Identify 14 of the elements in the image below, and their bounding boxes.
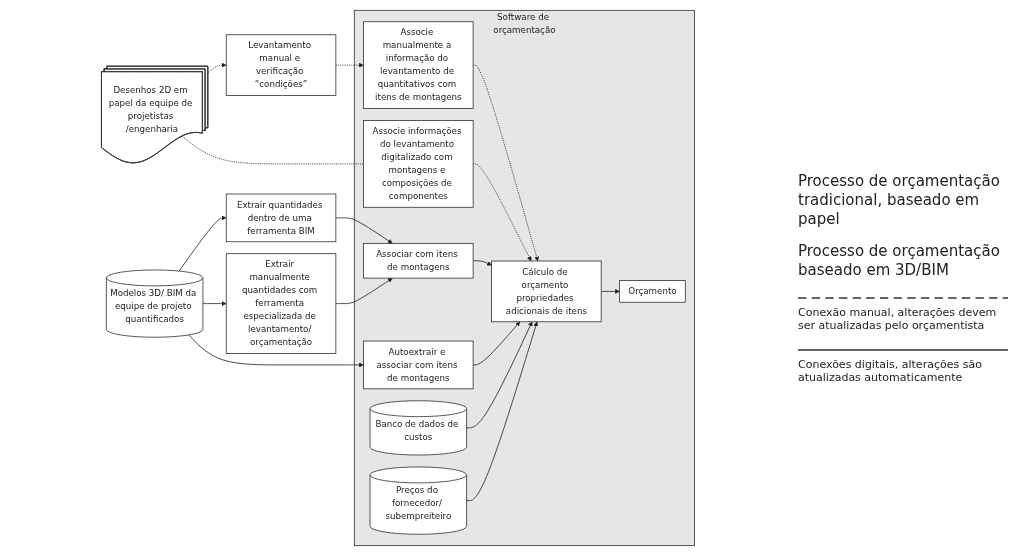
node-box: Associe manualmente a informação do levantamento de quantitativos com itens de montagens [363,21,474,109]
legend-text: Conexões digitais, alterações são atualizadas automaticamente [798,357,983,384]
node-box: Cálculo de orçamento propriedades adicionais de itens [491,260,602,323]
node-box: Orçamento [619,280,686,303]
node-box: Associe informações do levantamento digitalizado com montagens e composições de componentes [363,120,474,208]
node-box: Associar com itens de montagens [363,242,474,279]
section-label: Processo de orçamentação tradicional, baseado em papel [798,172,1001,229]
node-box: Extrair quantidades dentro de uma ferramenta BIM [225,193,337,243]
node-box: Extrair manualmente quantidades com ferramenta especializada de levantamento/ orçamentação [225,253,337,354]
node-box: Autoextrair e associar com itens de montagens [363,340,474,390]
section-label: Processo de orçamentação baseado em 3D/BIM [798,242,1001,280]
connector [181,135,364,165]
node-box: Levantamento manual e verificação “condições” [225,34,337,96]
legend-text: Conexão manual, alterações devem ser atualizadas pelo orçamentista [798,305,998,332]
